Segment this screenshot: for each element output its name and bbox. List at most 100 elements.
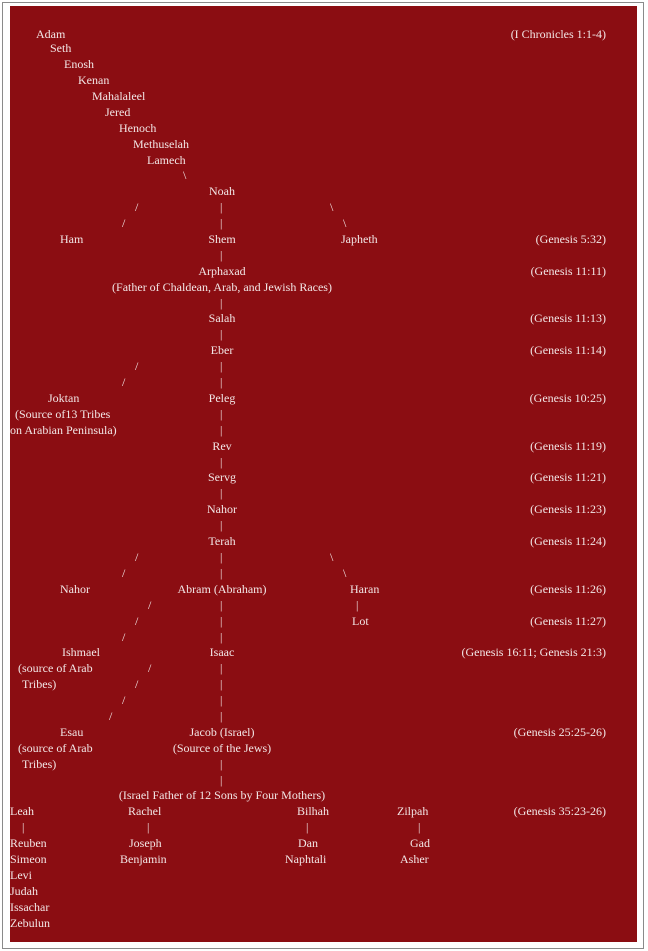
connector-pipe: | <box>220 566 223 580</box>
ishmael-note-line1: (source of Arab <box>18 661 93 675</box>
connector-backslash: \ <box>183 168 187 182</box>
connector-pipe: | <box>220 677 223 691</box>
reference-gen-11-13: (Genesis 11:13) <box>530 311 606 325</box>
connector-pipe: | <box>220 296 223 310</box>
connector-slash: / <box>122 566 126 580</box>
connector-pipe: | <box>220 630 223 644</box>
connector-pipe: | <box>220 327 223 341</box>
jacob-note: (Source of the Jews) <box>172 741 272 755</box>
connector-slash: / <box>148 661 152 675</box>
arphaxad-note: (Father of Chaldean, Arab, and Jewish Ra… <box>112 280 332 294</box>
joktan-note-line1: (Source of13 Tribes <box>15 407 111 421</box>
reference-gen-11-21: (Genesis 11:21) <box>530 470 606 484</box>
reference-gen-11-24: (Genesis 11:24) <box>530 534 606 548</box>
mother-zilpah: Zilpah <box>397 804 429 818</box>
person-seth: Seth <box>50 41 72 55</box>
connector-pipe: | <box>220 359 223 373</box>
person-servg: Servg <box>208 470 236 484</box>
person-henoch: Henoch <box>119 121 157 135</box>
connector-pipe: | <box>147 820 150 834</box>
connector-pipe: | <box>220 709 223 723</box>
connector-slash: / <box>135 677 139 691</box>
connector-pipe: | <box>220 598 223 612</box>
connector-slash: / <box>122 630 126 644</box>
person-esau: Esau <box>60 725 84 739</box>
connector-backslash: \ <box>330 200 334 214</box>
connector-pipe: | <box>220 455 223 469</box>
connector-slash: / <box>135 200 139 214</box>
person-rev: Rev <box>212 439 232 453</box>
person-japheth: Japheth <box>341 232 378 246</box>
esau-note-line1: (source of Arab <box>18 741 93 755</box>
connector-backslash: \ <box>343 566 347 580</box>
connector-slash: / <box>109 709 113 723</box>
person-lamech: Lamech <box>147 153 186 167</box>
person-joktan: Joktan <box>48 391 80 405</box>
son-benjamin: Benjamin <box>120 852 167 866</box>
connector-pipe: | <box>220 248 223 262</box>
person-arphaxad: Arphaxad <box>198 264 246 278</box>
connector-slash: / <box>122 375 126 389</box>
connector-pipe: | <box>220 486 223 500</box>
connector-pipe: | <box>220 375 223 389</box>
connector-slash: / <box>135 359 139 373</box>
reference-gen-25: (Genesis 25:25-26) <box>513 725 606 739</box>
ishmael-note-line2: Tribes) <box>22 677 57 691</box>
person-salah: Salah <box>208 311 236 325</box>
son-gad: Gad <box>410 836 430 850</box>
connector-pipe: | <box>220 661 223 675</box>
person-lot: Lot <box>352 614 369 628</box>
reference-gen-16-21: (Genesis 16:11; Genesis 21:3) <box>461 645 606 659</box>
reference-gen-11-27: (Genesis 11:27) <box>530 614 606 628</box>
connector-slash: / <box>122 693 126 707</box>
son-simeon: Simeon <box>10 852 47 866</box>
person-nahor-elder: Nahor <box>207 502 237 516</box>
reference-gen-5-32: (Genesis 5:32) <box>535 232 606 246</box>
connector-pipe: | <box>220 693 223 707</box>
joktan-note-line2: on Arabian Peninsula) <box>10 423 117 437</box>
person-haran: Haran <box>350 582 380 596</box>
person-kenan: Kenan <box>78 73 110 87</box>
son-joseph: Joseph <box>129 836 162 850</box>
connector-backslash: \ <box>330 550 334 564</box>
son-zebulun: Zebulun <box>10 916 50 930</box>
person-methuselah: Methuselah <box>133 137 189 151</box>
connector-slash: / <box>135 550 139 564</box>
person-jacob: Jacob (Israel) <box>189 725 255 739</box>
person-jered: Jered <box>105 105 131 119</box>
son-asher: Asher <box>400 852 429 866</box>
connector-pipe: | <box>220 614 223 628</box>
connector-pipe: | <box>220 550 223 564</box>
son-reuben: Reuben <box>10 836 47 850</box>
esau-note-line2: Tribes) <box>22 757 57 771</box>
mother-bilhah: Bilhah <box>297 804 329 818</box>
person-terah: Terah <box>208 534 236 548</box>
connector-pipe: | <box>220 200 223 214</box>
son-naphtali: Naphtali <box>285 852 327 866</box>
person-isaac: Isaac <box>209 645 235 659</box>
connector-pipe: | <box>306 820 309 834</box>
reference-chronicles: (I Chronicles 1:1-4) <box>510 27 606 41</box>
reference-gen-11-26: (Genesis 11:26) <box>530 582 606 596</box>
person-adam: Adam <box>36 27 66 41</box>
person-ham: Ham <box>60 232 84 246</box>
person-abram: Abram (Abraham) <box>177 582 267 596</box>
connector-pipe: | <box>220 407 223 421</box>
connector-slash: / <box>122 216 126 230</box>
connector-pipe: | <box>22 820 25 834</box>
reference-gen-10-25: (Genesis 10:25) <box>529 391 606 405</box>
reference-gen-35: (Genesis 35:23-26) <box>513 804 606 818</box>
connector-pipe: | <box>220 757 223 771</box>
genealogy-panel <box>10 6 637 942</box>
son-issachar: Issachar <box>10 900 50 914</box>
connector-slash: / <box>135 614 139 628</box>
son-dan: Dan <box>298 836 318 850</box>
person-mahalaleel: Mahalaleel <box>92 89 146 103</box>
israel-note: (Israel Father of 12 Sons by Four Mother… <box>118 788 326 802</box>
connector-backslash: \ <box>343 216 347 230</box>
connector-pipe: | <box>356 598 359 612</box>
mother-leah: Leah <box>10 804 34 818</box>
person-peleg: Peleg <box>208 391 236 405</box>
connector-pipe: | <box>220 423 223 437</box>
reference-gen-11-23: (Genesis 11:23) <box>530 502 606 516</box>
